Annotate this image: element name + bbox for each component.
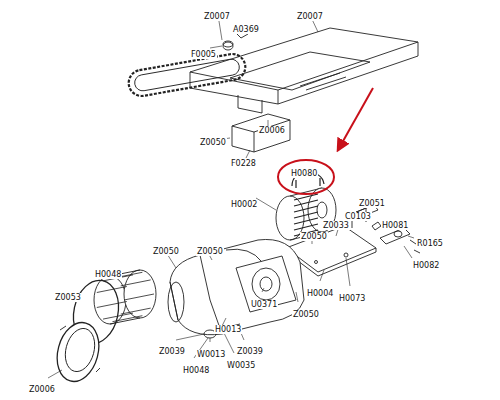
part-number-holder: A0369 bbox=[232, 18, 260, 36]
part-number: H0048 bbox=[182, 366, 210, 375]
part-number: Z0006 bbox=[258, 126, 286, 135]
part-number-holder: H0002 bbox=[230, 193, 258, 211]
part-number: H0004 bbox=[306, 289, 334, 298]
leader-lines bbox=[48, 15, 414, 378]
part-number: Z0050 bbox=[152, 247, 180, 256]
part-number: Z0007 bbox=[203, 12, 231, 21]
part-number: Z0039 bbox=[158, 347, 186, 356]
part-number: W0013 bbox=[196, 350, 226, 359]
part-number-holder: Z0006 bbox=[28, 378, 56, 396]
part-number-holder: Z0007 bbox=[296, 5, 324, 23]
plate bbox=[236, 256, 296, 312]
upper-housing bbox=[190, 28, 418, 113]
part-number: F0005 bbox=[190, 50, 217, 59]
part-number-holder: Z0050 bbox=[199, 131, 227, 149]
part-number-holder: H0081 bbox=[381, 214, 409, 232]
part-number: H0013 bbox=[214, 325, 242, 334]
part-number: Z0053 bbox=[54, 293, 82, 302]
part-number-holder: R0165 bbox=[416, 232, 444, 250]
part-number-holder: W0035 bbox=[226, 354, 256, 372]
part-number-holder: H0080 bbox=[290, 162, 318, 180]
blower-housing bbox=[168, 239, 304, 334]
part-number-holder: H0073 bbox=[338, 287, 366, 305]
part-number-holder: Z0006 bbox=[258, 119, 286, 137]
part-number-holder: H0004 bbox=[306, 282, 334, 300]
part-number-holder: Z0050 bbox=[196, 240, 224, 258]
part-number: H0082 bbox=[412, 261, 440, 270]
part-number: H0002 bbox=[230, 200, 258, 209]
part-number: H0080 bbox=[290, 169, 318, 178]
part-number: Z0007 bbox=[296, 12, 324, 21]
part-number-holder: H0048 bbox=[182, 359, 210, 377]
part-number: H0073 bbox=[338, 294, 366, 303]
part-number-holder: W0013 bbox=[196, 343, 226, 361]
part-number-holder: F0005 bbox=[190, 43, 217, 61]
part-number-holder: Z0007 bbox=[203, 5, 231, 23]
part-number: Z0033 bbox=[322, 221, 350, 230]
part-number-holder: F0228 bbox=[230, 152, 257, 170]
part-number-holder: Z0053 bbox=[54, 286, 82, 304]
part-number: Z0050 bbox=[196, 247, 224, 256]
part-number-holder: H0048 bbox=[94, 263, 122, 281]
part-number-holder: U0371 bbox=[250, 293, 278, 311]
part-number: Z0051 bbox=[358, 199, 386, 208]
part-number: Z0050 bbox=[199, 138, 227, 147]
part-number: R0165 bbox=[416, 239, 444, 248]
part-number-holder: Z0039 bbox=[158, 340, 186, 358]
part-number-holder: H0082 bbox=[412, 254, 440, 272]
part-number: F0228 bbox=[230, 159, 257, 168]
part-number: Z0039 bbox=[236, 347, 264, 356]
part-number: Z0050 bbox=[300, 232, 328, 241]
bracket bbox=[232, 114, 290, 152]
part-number-holder: Z0051 bbox=[358, 192, 386, 210]
part-number-holder: Z0050 bbox=[152, 240, 180, 258]
part-number: C0103 bbox=[344, 212, 372, 221]
motor bbox=[276, 188, 336, 240]
part-number: H0081 bbox=[381, 221, 409, 230]
highlight bbox=[278, 88, 373, 194]
part-number: Z0050 bbox=[292, 310, 320, 319]
part-number-holder: Z0039 bbox=[236, 340, 264, 358]
part-number-holder: H0013 bbox=[214, 318, 242, 336]
fan-wheel bbox=[94, 270, 156, 324]
part-number-holder: Z0050 bbox=[292, 303, 320, 321]
part-number: U0371 bbox=[250, 300, 278, 309]
part-number: W0035 bbox=[226, 361, 256, 370]
part-number: A0369 bbox=[232, 25, 260, 34]
part-number: H0048 bbox=[94, 270, 122, 279]
belt-loop bbox=[127, 52, 248, 98]
front-plate bbox=[51, 318, 105, 386]
part-number: Z0006 bbox=[28, 385, 56, 394]
